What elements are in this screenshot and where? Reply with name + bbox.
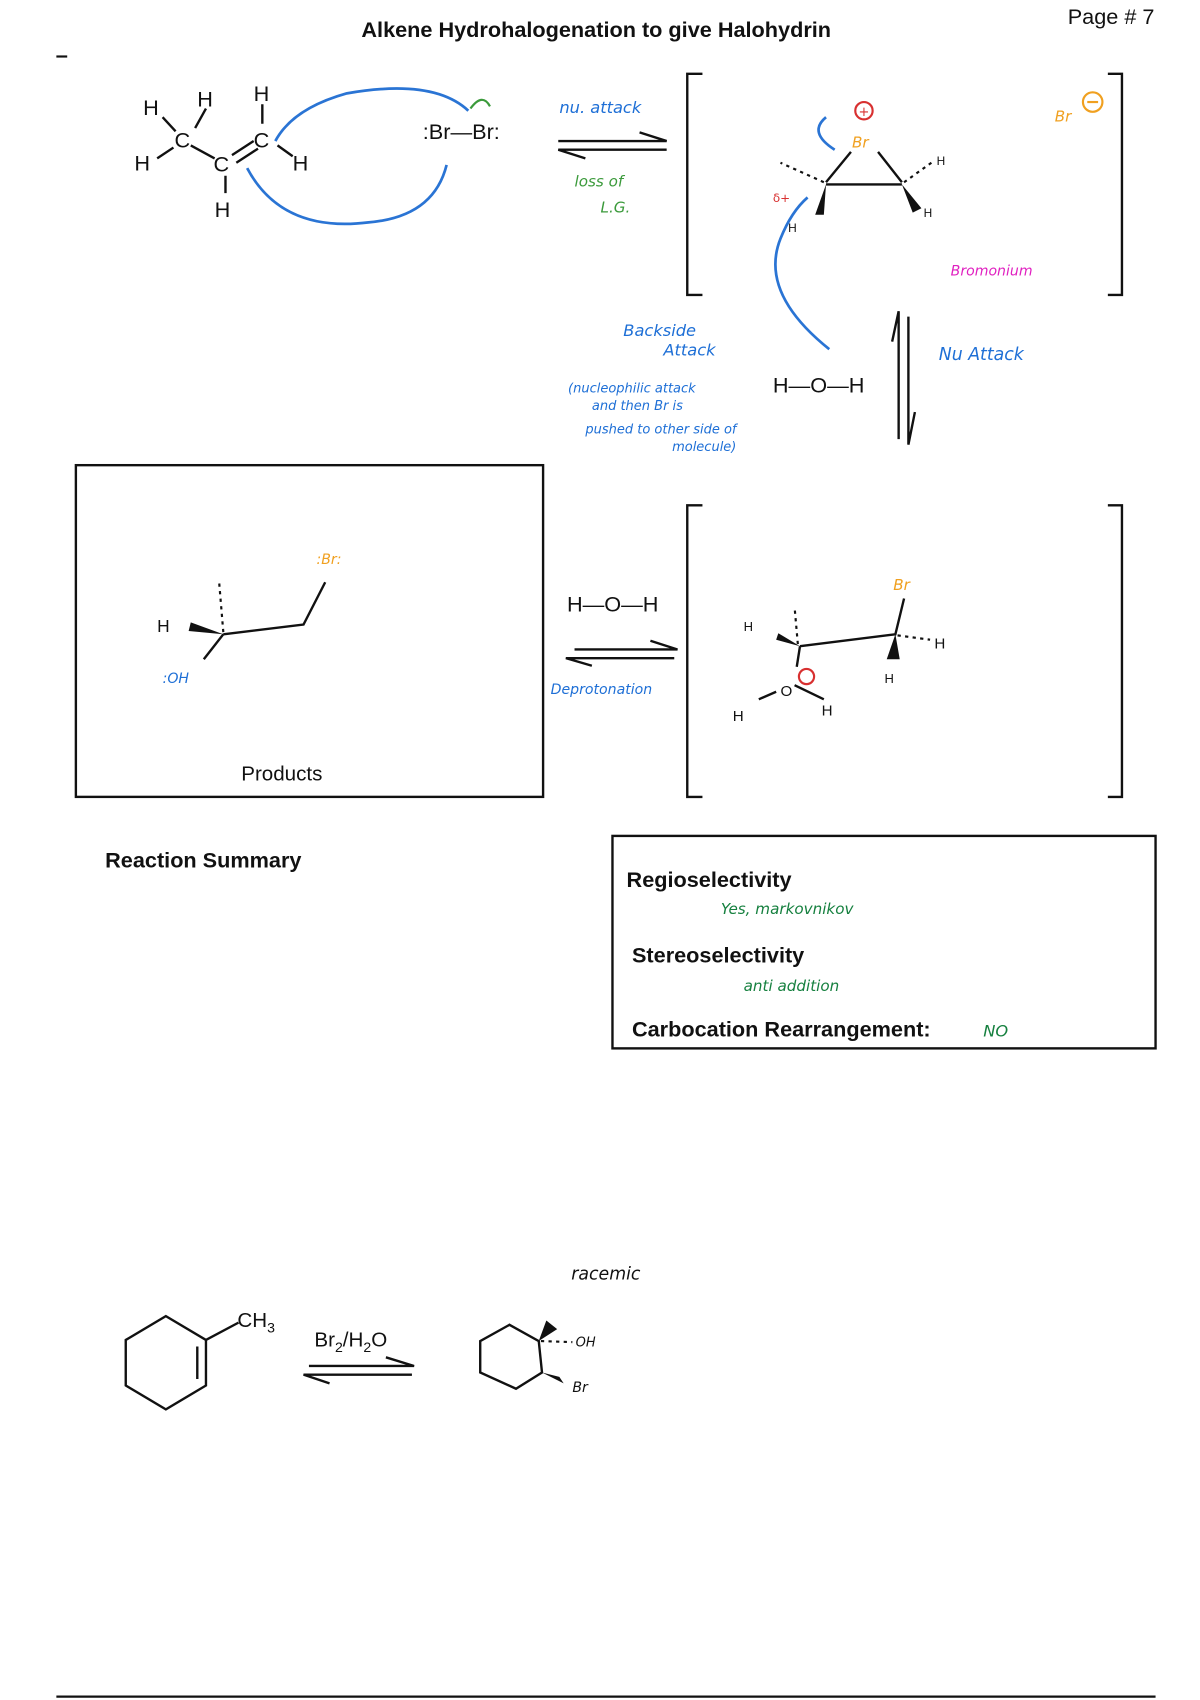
svg-text:O: O	[780, 683, 792, 700]
halohydrin-product: OH Br	[479, 1320, 596, 1396]
svg-text:H: H	[143, 95, 159, 120]
svg-text::OH: :OH	[163, 671, 190, 687]
svg-text:CH3: CH3	[237, 1309, 275, 1335]
svg-text:H: H	[924, 206, 933, 220]
svg-text:H: H	[215, 197, 231, 222]
backside-label-2: Attack	[662, 341, 716, 360]
nu-attack-label: nu. attack	[559, 98, 642, 117]
svg-text:H: H	[733, 708, 744, 725]
svg-text:Br: Br	[1055, 108, 1073, 126]
note-line-4: molecule)	[672, 440, 736, 455]
stereoselectivity-value: anti addition	[744, 977, 840, 995]
svg-text:Br: Br	[893, 576, 911, 594]
page-number: Page # 7	[1068, 4, 1155, 29]
bracket-left	[686, 72, 703, 297]
svg-text:H: H	[254, 81, 270, 106]
note-line-1: (nucleophilic attack	[568, 382, 696, 397]
svg-text:Br: Br	[852, 134, 870, 152]
svg-text:H: H	[134, 150, 150, 175]
equilibrium-arrow-3	[565, 639, 678, 667]
backside-attack-arrow	[774, 196, 831, 351]
svg-text:δ+: δ+	[773, 191, 790, 205]
products-box	[74, 463, 545, 799]
svg-text:H: H	[885, 671, 894, 686]
svg-text:C: C	[214, 151, 230, 176]
svg-text:H: H	[157, 616, 170, 636]
product-structure: H :OH :Br:	[157, 552, 341, 687]
equilibrium-arrow-1	[557, 131, 668, 160]
summary-box	[611, 834, 1157, 1050]
svg-text:C: C	[175, 128, 191, 153]
pi-bond-arrow	[245, 164, 448, 226]
deprotonation-label: Deprotonation	[551, 682, 653, 698]
oxonium-intermediate: Br H H H H H O	[733, 576, 946, 725]
bracket-left-2	[686, 504, 703, 799]
rearrangement-label: Carbocation Rearrangement:	[632, 1016, 931, 1041]
stereoselectivity-label: Stereoselectivity	[632, 943, 804, 968]
bracket-right	[1107, 72, 1124, 297]
bromonium-ion: Br + H H H δ+	[773, 100, 946, 235]
rearrangement-value: NO	[983, 1021, 1008, 1040]
reagent-label: Br2/H2O	[314, 1328, 387, 1354]
svg-text:Br: Br	[572, 1380, 589, 1396]
svg-text:OH: OH	[576, 1335, 596, 1350]
regioselectivity-label: Regioselectivity	[627, 867, 792, 892]
loss-of-lg-label-1: loss of	[575, 173, 626, 191]
bond-break-arrow	[469, 98, 491, 110]
bromine-attack-arrow	[274, 87, 470, 142]
methylcyclohexene: CH3	[124, 1309, 275, 1411]
svg-text:H: H	[744, 619, 753, 634]
regioselectivity-value: Yes, markovnikov	[721, 900, 855, 918]
nu-attack-label-2: Nu Attack	[939, 345, 1025, 365]
bromonium-label: Bromonium	[951, 263, 1033, 279]
svg-text:H: H	[822, 703, 833, 720]
svg-text:C: C	[254, 128, 270, 153]
page-title: Alkene Hydrohalogenation to give Halohyd…	[361, 17, 831, 42]
equilibrium-arrow-4	[303, 1356, 415, 1385]
equilibrium-arrow-2	[890, 310, 917, 445]
products-label: Products	[241, 763, 322, 786]
loss-of-lg-label-2: L.G.	[601, 199, 631, 217]
svg-text::Br:: :Br:	[317, 552, 342, 568]
svg-text:H: H	[934, 635, 945, 652]
svg-text:+: +	[859, 105, 870, 120]
svg-text:H: H	[197, 86, 213, 111]
water-molecule-1: H—O—H	[773, 373, 865, 398]
bracket-right-2	[1107, 504, 1124, 799]
reaction-summary-heading: Reaction Summary	[105, 847, 301, 872]
note-line-2: and then Br is	[592, 399, 683, 414]
svg-text:H: H	[293, 150, 309, 175]
note-line-3: pushed to other side of	[584, 423, 739, 438]
bromine-molecule: :Br—Br:	[423, 119, 500, 144]
propene-structure: H H H H H H C C C	[134, 81, 308, 222]
bromide-ion: Br	[1055, 91, 1104, 126]
svg-text:H: H	[937, 154, 946, 168]
svg-text:H: H	[788, 221, 797, 235]
racemic-note: racemic	[571, 1264, 641, 1284]
backside-label-1: Backside	[623, 321, 696, 340]
water-molecule-2: H—O—H	[567, 592, 659, 617]
